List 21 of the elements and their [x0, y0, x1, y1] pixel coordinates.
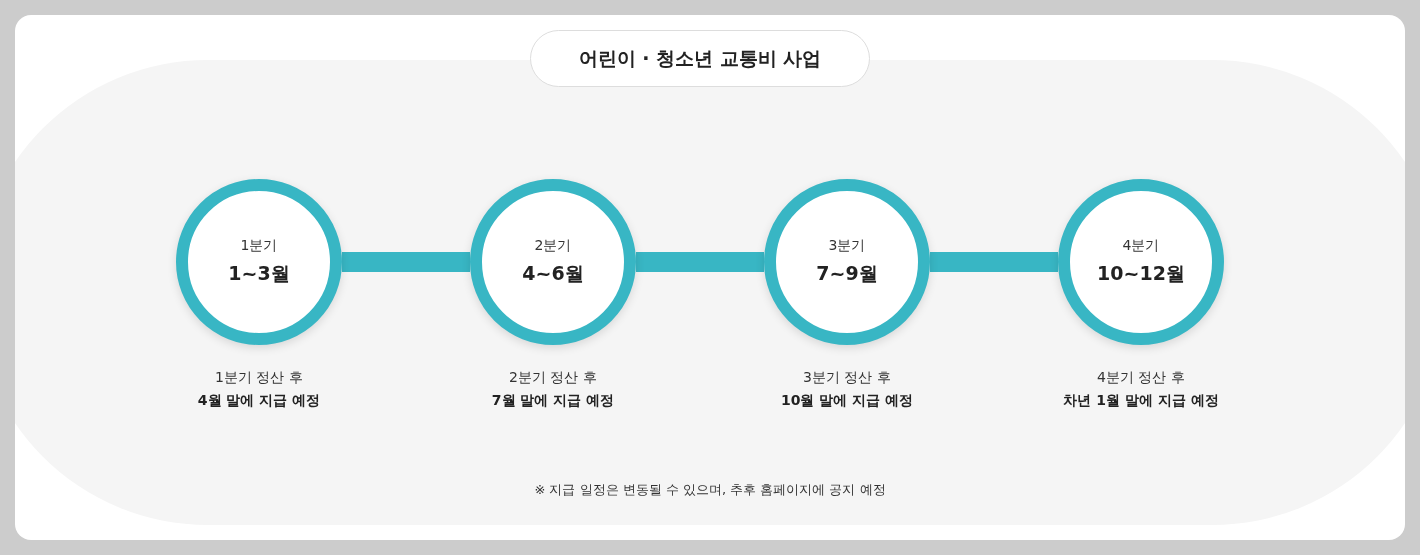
- quarter-label: 1분기: [240, 237, 278, 255]
- quarter-label: 3분기: [828, 237, 866, 255]
- connector-bar: [930, 252, 1058, 272]
- payment-date: 차년 1월 말에 지급 예정: [1062, 392, 1220, 410]
- connector-bar: [342, 252, 470, 272]
- settlement-note: 4분기 정산 후: [1096, 369, 1186, 387]
- month-range: 10~12월: [1097, 261, 1185, 286]
- month-range: 7~9월: [816, 261, 878, 286]
- payment-date: 10월 말에 지급 예정: [779, 392, 915, 410]
- month-range: 1~3월: [228, 261, 290, 286]
- settlement-note: 2분기 정산 후: [508, 369, 598, 387]
- footnote: ※ 지급 일정은 변동될 수 있으며, 추후 홈페이지에 공지 예정: [533, 481, 887, 499]
- month-range: 4~6월: [522, 261, 584, 286]
- settlement-note: 1분기 정산 후: [214, 369, 304, 387]
- quarter-label: 4분기: [1122, 237, 1160, 255]
- payment-date: 4월 말에 지급 예정: [196, 392, 322, 410]
- payment-date: 7월 말에 지급 예정: [490, 392, 616, 410]
- connector-bar: [636, 252, 764, 272]
- quarter-label: 2분기: [534, 237, 572, 255]
- settlement-note: 3분기 정산 후: [802, 369, 892, 387]
- title-pill: 어린이 · 청소년 교통비 사업: [530, 30, 870, 87]
